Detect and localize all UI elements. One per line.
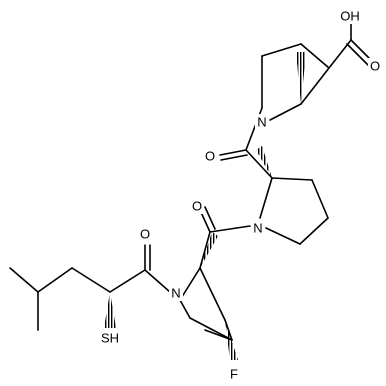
- isobutyl-side-chain: [9, 267, 111, 331]
- fluoroproline-ring-bottom: [179, 267, 233, 341]
- svg-text:O: O: [192, 199, 202, 214]
- hashed-wedge-bond-proline: [256, 146, 272, 178]
- bond: [199, 231, 211, 269]
- atom-label-n3: N: [169, 285, 183, 301]
- svg-text:O: O: [205, 149, 215, 164]
- bond: [199, 267, 226, 321]
- pyrrolidine-ring-top: [261, 43, 330, 121]
- svg-text:N: N: [257, 115, 266, 130]
- atom-label-o1: O: [203, 148, 217, 164]
- svg-text:N: N: [171, 286, 180, 301]
- hashed-wedge-bond-sh: [104, 292, 116, 328]
- svg-text:F: F: [230, 367, 238, 382]
- bond: [300, 67, 330, 105]
- bond: [9, 267, 39, 293]
- atom-label-oh: OH: [338, 8, 362, 24]
- hashed-wedge-bond-acid: [296, 52, 306, 104]
- atom-label-n2: N: [251, 220, 265, 236]
- bond: [269, 103, 302, 121]
- bond: [265, 227, 301, 245]
- bond: [189, 317, 233, 341]
- bond: [144, 269, 171, 293]
- bond: [37, 267, 73, 293]
- atom-label-n1: N: [255, 114, 269, 130]
- atom-label-f: F: [227, 366, 241, 382]
- bond: [71, 267, 111, 293]
- svg-text:O: O: [140, 227, 150, 242]
- svg-text:O: O: [370, 59, 380, 74]
- bond: [271, 177, 313, 181]
- bond: [204, 206, 216, 230]
- proline-ring-middle: [259, 177, 329, 245]
- bond: [300, 43, 330, 69]
- svg-text:OH: OH: [340, 9, 360, 24]
- bond: [346, 43, 370, 67]
- bond: [245, 149, 273, 179]
- atom-label-o3: O: [138, 226, 152, 242]
- bond: [224, 319, 233, 341]
- bond: [209, 225, 251, 233]
- bond: [311, 179, 329, 219]
- svg-text:SH: SH: [101, 331, 119, 346]
- hashed-wedge-bond-fluoroproline: [200, 232, 218, 268]
- hashed-wedge-bond-fluoro: [225, 320, 238, 360]
- bond: [220, 154, 248, 161]
- atom-label-o2: O: [190, 198, 204, 214]
- bond: [179, 299, 191, 319]
- amide-carbonyl-2: [199, 206, 251, 269]
- bond: [109, 269, 146, 293]
- bond: [219, 149, 247, 156]
- bond: [259, 177, 273, 219]
- bond: [261, 43, 302, 57]
- atom-label-acid-o: O: [368, 58, 382, 74]
- carboxylic-acid-group: [328, 16, 374, 69]
- bond: [179, 267, 201, 301]
- svg-text:N: N: [253, 221, 262, 236]
- atom-label-sh: SH: [98, 330, 122, 346]
- bond: [299, 217, 329, 245]
- amide-carbonyl-3: [109, 244, 171, 293]
